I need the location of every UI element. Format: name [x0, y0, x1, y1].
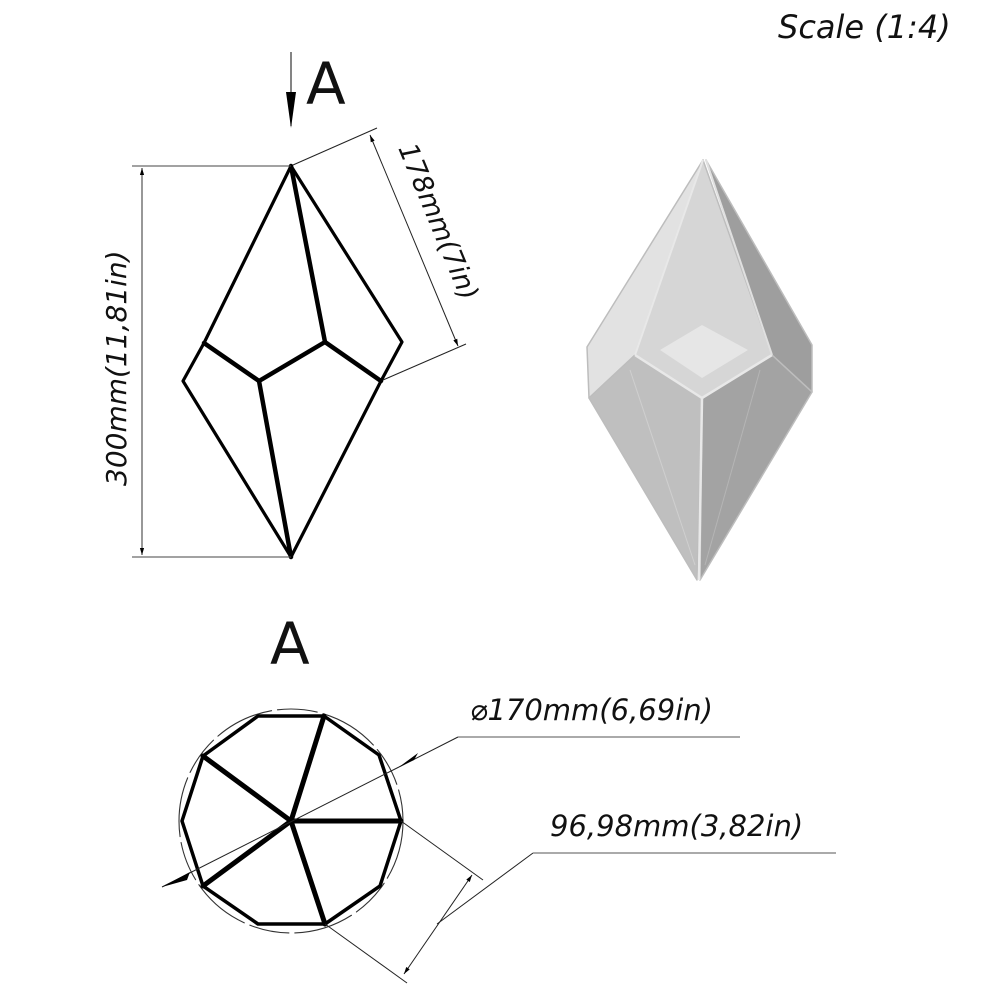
side-dimension: [324, 820, 836, 984]
height-dimension: [132, 165, 291, 558]
front-view: [181, 163, 404, 560]
crystal-render: [586, 159, 813, 581]
height-dimension-label: 300mm(11,81in): [100, 250, 133, 486]
diameter-dimension-label: ⌀170mm(6,69in): [470, 693, 713, 727]
edge-dimension: [292, 127, 467, 381]
scale-label: Scale (1:4): [778, 8, 951, 46]
side-dimension-label: 96,98mm(3,82in): [550, 809, 803, 843]
top-view: [178, 708, 404, 934]
view-label: A: [270, 610, 310, 678]
edge-dimension-label: 178mm(7in): [392, 139, 485, 305]
section-marker: A: [306, 50, 346, 118]
diameter-dimension: [161, 736, 740, 888]
section-arrow-icon: [286, 52, 296, 128]
